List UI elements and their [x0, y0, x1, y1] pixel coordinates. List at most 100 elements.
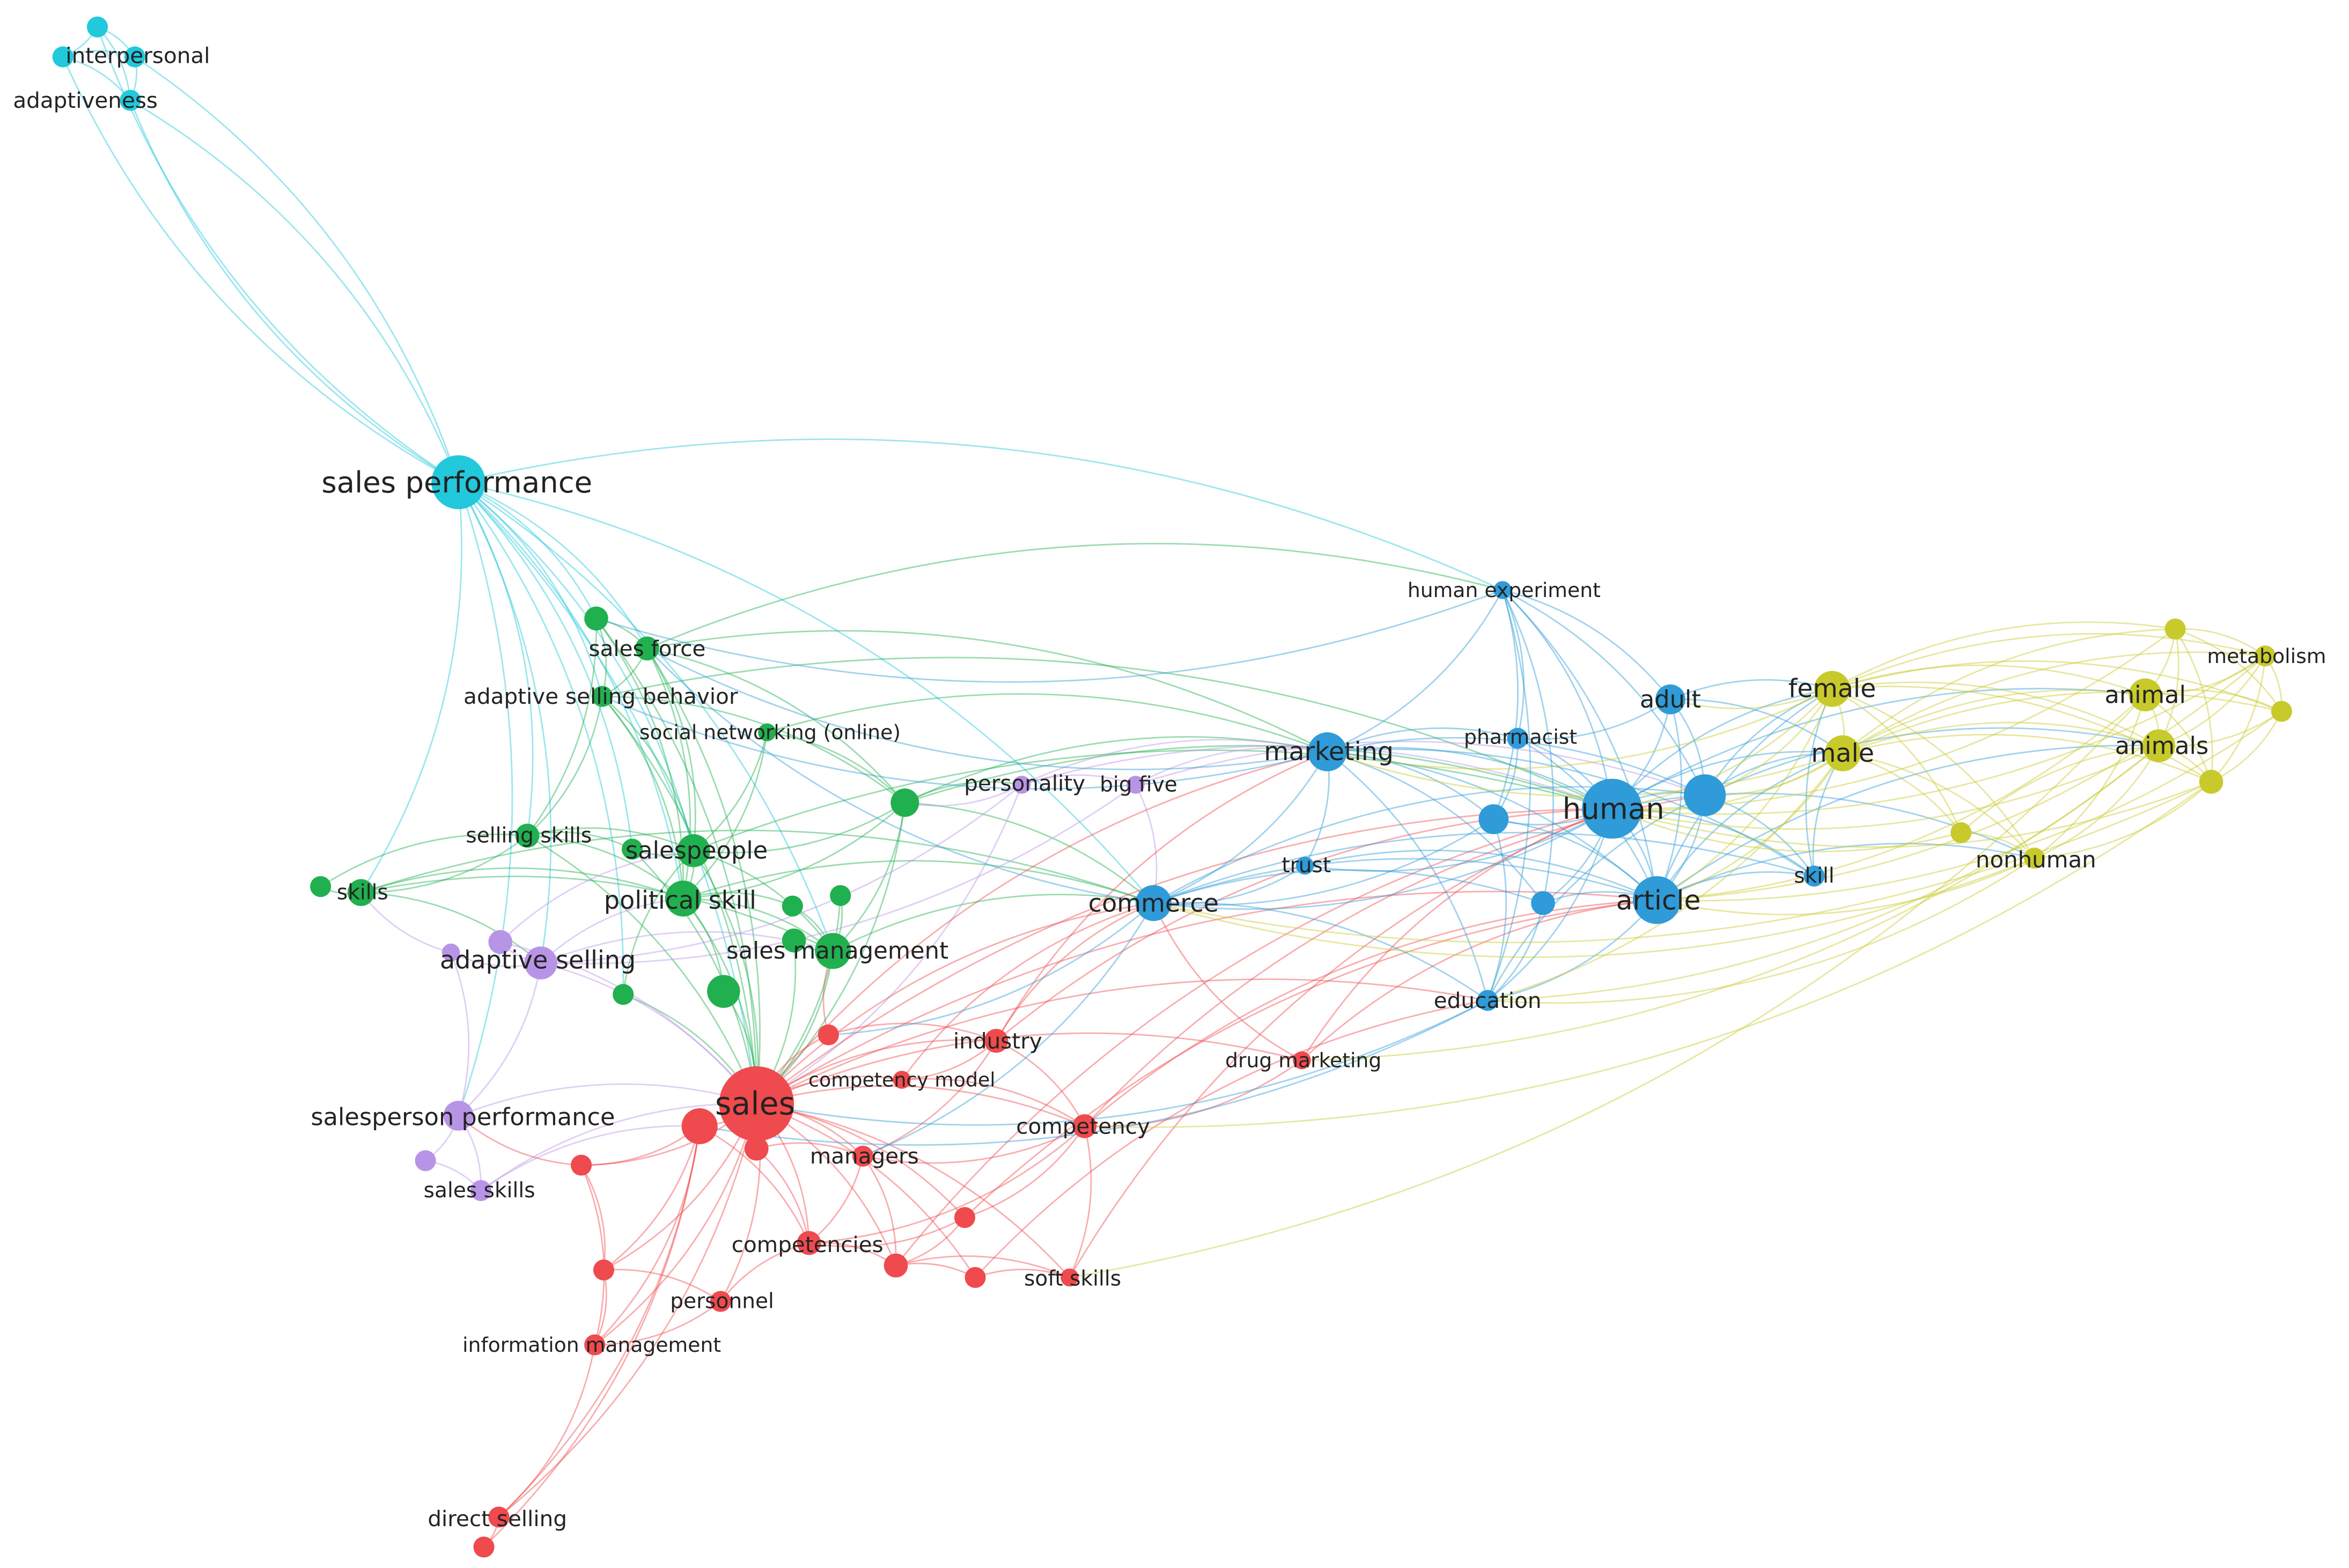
node — [86, 16, 108, 38]
node-nonhuman — [2023, 848, 2045, 869]
network-link — [755, 1147, 810, 1244]
network-link — [458, 481, 624, 996]
network-link — [1492, 589, 1519, 820]
link-sales-education — [755, 978, 1489, 1105]
network-link — [1326, 751, 1544, 904]
node — [2164, 619, 2186, 640]
network-link — [580, 1164, 605, 1346]
node — [593, 1259, 615, 1280]
node — [681, 1108, 718, 1144]
network-link — [1492, 818, 1658, 901]
link-salesperson-performance-sales — [458, 1083, 757, 1117]
node — [441, 943, 460, 962]
network-link — [1656, 710, 2282, 902]
node-personnel — [710, 1291, 731, 1312]
network-link — [904, 802, 1154, 904]
link-human-animal — [1611, 688, 2146, 809]
node-adaptive-selling-behavior — [592, 686, 613, 707]
link-social-networking-online-marketing — [766, 693, 1328, 753]
node-article — [1633, 876, 1681, 924]
node-label-information-management: information management — [462, 1333, 721, 1357]
network-link — [693, 802, 906, 853]
link-industry-commerce — [995, 902, 1154, 1042]
link-metabolism-human — [1611, 655, 2266, 815]
link-competency-managers — [862, 1125, 1086, 1164]
node-label-interpersonal: interpersonal — [65, 42, 210, 68]
node-adult — [1655, 684, 1685, 715]
link-competency-model-commerce — [901, 902, 1154, 1081]
link-personnel-competencies — [719, 1242, 810, 1302]
node-label-article: article — [1616, 884, 1701, 916]
link-sales-performance-salespeople — [458, 481, 695, 852]
network-link — [526, 831, 633, 850]
network-link — [360, 892, 452, 953]
network-link — [1842, 628, 2176, 754]
network-link — [1611, 781, 2212, 848]
node-label-marketing: marketing — [1264, 737, 1394, 767]
link-adaptive-selling-political-skill — [540, 897, 684, 964]
network-link — [499, 850, 695, 943]
link-sales-force-sales — [646, 647, 761, 1105]
link-nonhuman-education — [1486, 857, 2035, 1004]
network-link — [1153, 781, 2212, 944]
link-commerce-skill — [1153, 831, 1815, 904]
node-sales-performance — [431, 455, 485, 510]
link-adaptive-selling-behavior-sales — [601, 695, 757, 1105]
network-link — [2144, 689, 2282, 712]
link-human-female — [1611, 688, 1833, 809]
link-sales-performance-selling-skills — [458, 481, 534, 837]
node-label-adult: adult — [1640, 686, 1701, 713]
network-link — [1153, 818, 1494, 906]
node-managers — [852, 1145, 874, 1167]
node-salesperson-performance — [443, 1100, 474, 1131]
network-link — [2174, 628, 2282, 712]
link-selling-skills-political-skill — [526, 835, 684, 900]
link-competency-competencies — [808, 1125, 1086, 1244]
link-marketing-adaptive-selling-behavior — [601, 695, 1328, 790]
link-female-animals — [1831, 681, 2160, 747]
node-label-skills: skills — [337, 880, 388, 904]
link-human-education — [1486, 808, 1613, 1002]
network-link — [964, 1125, 1086, 1219]
link-article-female — [1656, 688, 1833, 901]
network-link — [480, 1125, 701, 1191]
link-sales-performance-human-experiment — [458, 438, 1504, 591]
node-selling-skills — [515, 823, 540, 848]
node-sales-skills — [470, 1180, 492, 1202]
link-big-five-adaptive-selling — [540, 784, 1137, 965]
link-adult-article — [1656, 698, 1682, 901]
network-link — [1486, 818, 1507, 1002]
link-political-skill-commerce — [682, 860, 1154, 904]
node-social-networking-online — [758, 723, 776, 741]
network-link — [580, 1164, 606, 1271]
link-male-animal — [1842, 689, 2146, 754]
node-label-competency-model: competency model — [808, 1068, 995, 1091]
node-personality — [1012, 776, 1031, 794]
node-pharmacist — [1507, 727, 1528, 749]
node-education — [1477, 990, 1498, 1011]
link-sales-force-marketing — [646, 630, 1328, 753]
link-adult-female — [1669, 679, 1833, 701]
node-label-sales-performance: sales performance — [321, 465, 592, 499]
node-animal — [2129, 678, 2162, 712]
network-link — [1960, 745, 2160, 834]
node-label-salespeople: salespeople — [625, 837, 768, 865]
link-drug-marketing-human — [1301, 808, 1613, 1061]
link-personality-marketing — [1021, 739, 1328, 786]
node-trust — [1295, 856, 1314, 875]
node-label-sales-management: sales management — [726, 938, 948, 965]
link-big-five-marketing — [1135, 747, 1328, 786]
network-link — [895, 808, 1613, 1267]
link-animals-nonhuman — [2034, 745, 2160, 859]
network-link — [483, 1125, 701, 1548]
link-human-experiment-marketing — [1326, 589, 1504, 753]
network-link — [827, 902, 1154, 1036]
link-sales-drug-marketing — [755, 1032, 1303, 1105]
link-animals-human — [1611, 745, 2160, 830]
network-link — [1486, 794, 1706, 1002]
node — [1950, 822, 1972, 843]
network-link — [904, 736, 1328, 804]
network-link — [458, 1115, 582, 1166]
network-link — [1704, 688, 1833, 796]
